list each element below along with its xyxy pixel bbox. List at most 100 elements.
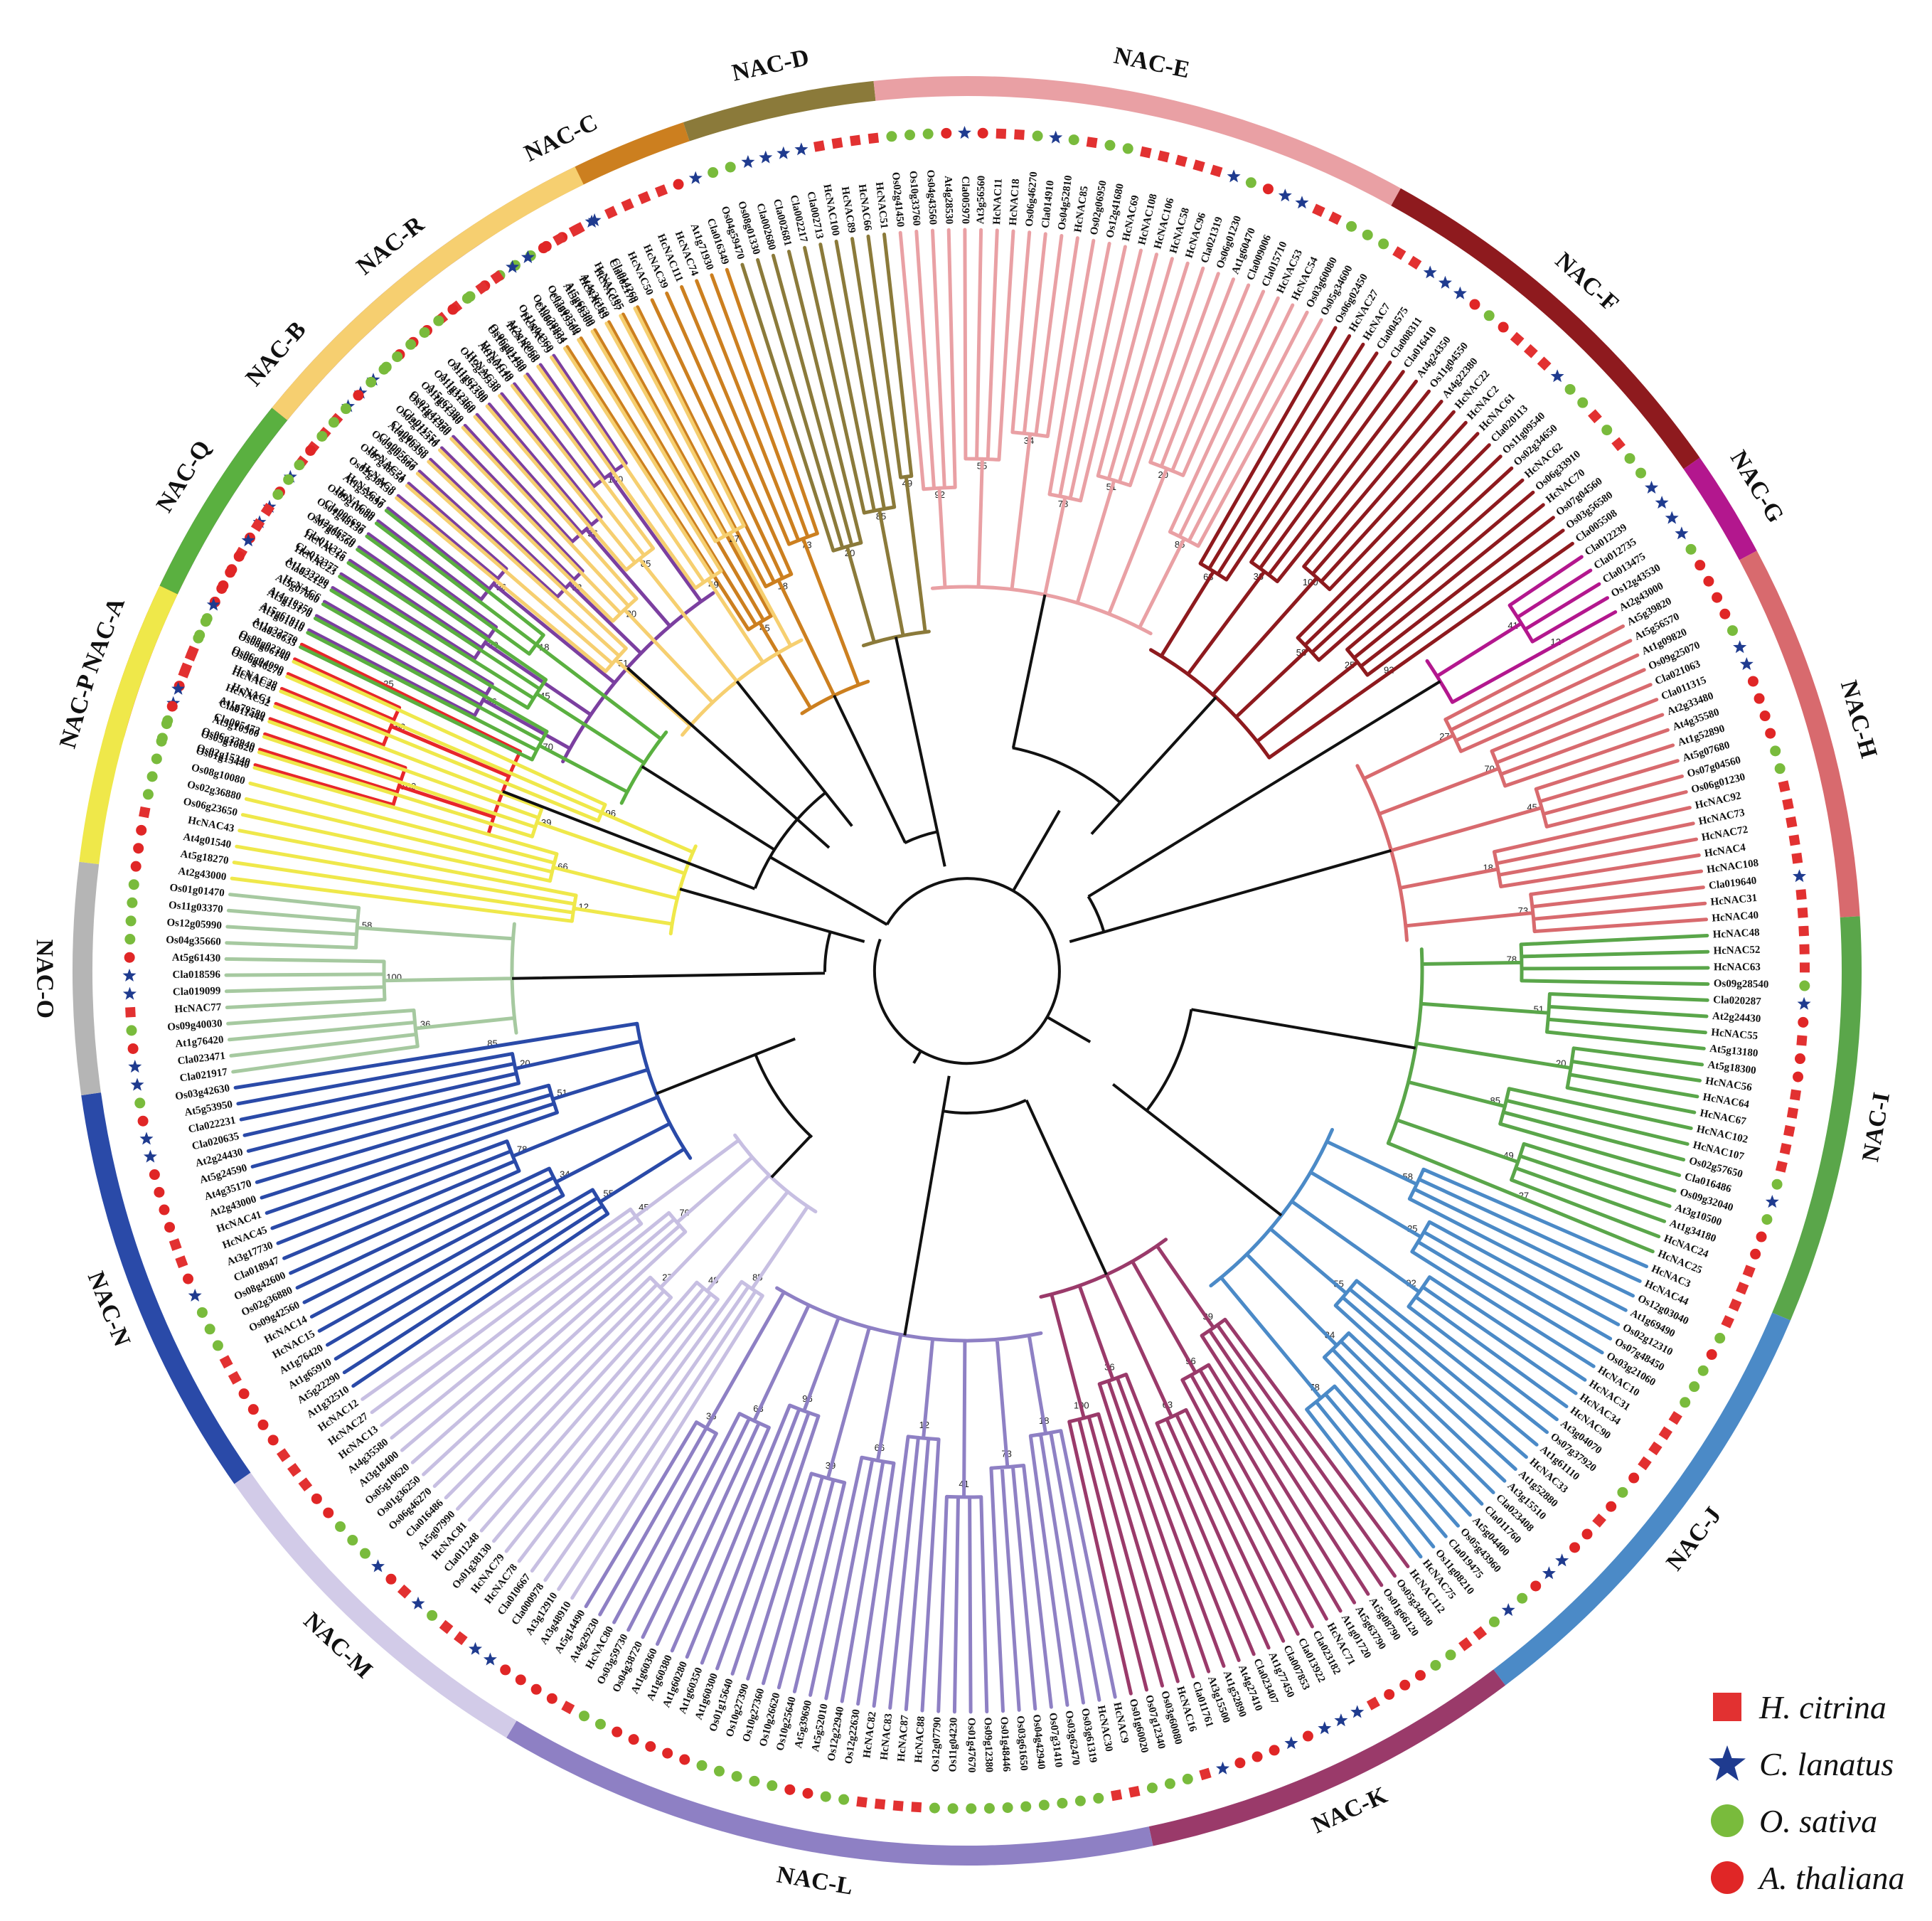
clade-label-nac-c: NAC-C [521,109,602,166]
o-sativa-marker [1774,763,1786,775]
c-lanatus-marker [139,1132,154,1145]
leaf-label: Os11g03370 [168,900,223,915]
c-lanatus-marker [188,1288,202,1302]
h-citrina-marker [439,1619,454,1634]
legend-item-c-lanatus: C. lanatus [1707,1735,1927,1792]
o-sativa-marker [125,915,137,927]
o-sativa-marker [1445,1649,1456,1661]
a-thaliana-marker [1498,321,1509,333]
clade-branches-nac-p [230,659,698,936]
h-citrina-marker [1407,255,1422,270]
h-citrina-marker [178,665,191,679]
o-sativa-marker [838,1794,850,1805]
h-citrina-marker [454,1631,468,1646]
leaf-label: Cla021917 [179,1067,229,1085]
a-thaliana-marker [311,1493,322,1504]
a-thaliana-marker [1262,183,1274,195]
a-thaliana-marker [1793,1071,1804,1082]
leaf-label: HcNAC63 [1714,962,1761,973]
clade-band-nac-f [1391,188,1700,469]
leaf-label: HcNAC48 [1712,927,1760,940]
legend-label: H. citrina [1759,1688,1886,1725]
o-sativa-marker [204,1324,215,1335]
h-citrina-marker [250,518,265,532]
o-sativa-marker [983,1803,995,1814]
a-thaliana-marker [154,1186,165,1198]
a-thaliana-marker [515,1674,526,1686]
o-sativa-marker [272,489,284,500]
leaf-label: Os01g47670 [966,1718,977,1773]
c-lanatus-marker [958,126,971,139]
h-citrina-marker [874,1798,886,1810]
legend-item-o-sativa: O. sativa [1707,1792,1927,1849]
a-thaliana-marker [447,304,459,315]
h-citrina-marker [1648,1441,1663,1456]
o-sativa-marker [1689,1381,1700,1393]
c-lanatus-marker [1284,1736,1298,1750]
a-thaliana-marker [1747,676,1758,687]
leaf-label: HcNAC43 [187,814,235,834]
leaf-label: At4g28530 [942,176,955,225]
a-thaliana-marker [1399,1679,1411,1691]
h-citrina-marker [868,132,880,144]
c-lanatus-marker [1216,1761,1229,1774]
leaf-label: Os03g61319 [1079,1708,1099,1764]
c-lanatus-marker [122,968,137,981]
a-thaliana-marker [1234,1757,1246,1769]
o-sativa-marker [126,1025,137,1036]
h-citrina-marker [849,134,861,147]
leaf-label: At5g18270 [180,848,230,867]
red-circle-icon [1707,1857,1748,1898]
c-lanatus-marker [1645,480,1659,494]
a-thaliana-marker [1569,1542,1581,1553]
o-sativa-marker [212,1340,223,1351]
o-sativa-marker [1761,1214,1773,1225]
h-citrina-marker [1797,907,1808,918]
o-sativa-marker [1074,1795,1086,1806]
o-sativa-marker [1182,1773,1193,1784]
c-lanatus-marker [506,260,520,273]
h-citrina-marker [568,223,582,238]
h-citrina-marker [1791,852,1803,864]
c-lanatus-marker [1501,1603,1515,1617]
species-legend: H. citrina C. lanatus O. sativa A. thali… [1707,1678,1927,1906]
c-lanatus-marker [1295,196,1309,209]
o-sativa-marker [1771,1178,1783,1190]
o-sativa-marker [1378,238,1389,250]
c-lanatus-marker [1318,1721,1332,1735]
c-lanatus-marker [1675,526,1689,540]
a-thaliana-marker [130,861,142,872]
leaf-label: Os11g04230 [947,1718,959,1772]
h-citrina-marker [1798,925,1809,937]
o-sativa-marker [1032,130,1043,142]
h-citrina-marker [277,1448,291,1462]
a-thaliana-marker [166,701,178,712]
clade-branches-nac-f [1149,326,1574,760]
clade-band-nac-e [873,75,1401,206]
o-sativa-marker [1104,139,1116,151]
clade-label-nac-p: NAC-P [55,672,101,752]
a-thaliana-marker [164,1222,176,1233]
leaf-label: HcNAC52 [1713,944,1760,957]
leaf-label: At4g01540 [182,831,232,851]
clade-band-nac-l [506,1720,1153,1866]
a-thaliana-marker [538,243,549,254]
leaf-label: Cla018596 [172,969,220,981]
leaf-label: HcNAC18 [1008,179,1022,226]
o-sativa-marker [1601,425,1613,436]
a-thaliana-marker [1798,1016,1809,1028]
clade-branches-nac-n [233,1021,693,1388]
clade-branches-nac-r [395,307,804,737]
a-thaliana-marker [124,952,135,963]
leaf-label: Os06g46270 [1024,171,1040,228]
o-sativa-marker [1799,980,1810,991]
h-citrina-marker [1721,1315,1735,1329]
leaf-label: At5g53950 [183,1099,233,1119]
a-thaliana-marker [1269,1745,1280,1756]
c-lanatus-marker [130,1077,144,1091]
clade-label-nac-o: NAC-O [31,939,58,1018]
c-lanatus-marker [483,1652,497,1666]
leaf-label: Cla020287 [1713,994,1762,1008]
h-citrina-marker [125,1006,136,1018]
clade-band-nac-q [159,408,288,595]
